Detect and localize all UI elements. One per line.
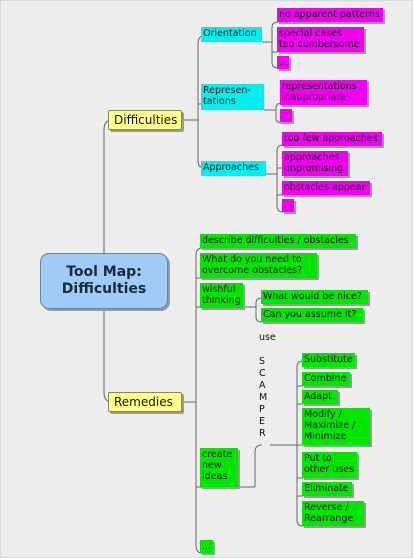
remedy-what-do-you-need[interactable]: What do you need to overcome obstacles?	[200, 253, 317, 278]
scamper-substitute[interactable]: Substitute	[302, 353, 355, 367]
scamper-combine[interactable]: Combine	[302, 372, 350, 386]
branch-difficulties[interactable]: Difficulties	[108, 110, 182, 130]
scamper-eliminate[interactable]: Eliminate	[302, 482, 352, 496]
leaf-representations-more[interactable]: ...	[280, 109, 292, 122]
topic-orientation[interactable]: Orientation	[201, 27, 262, 42]
remedy-wishful-thinking[interactable]: wishful thinking	[200, 283, 243, 308]
leaf-obstacles-appear[interactable]: obstacles appear	[282, 181, 370, 195]
leaf-what-would-be-nice[interactable]: What would be nice?	[261, 290, 368, 304]
remedy-more[interactable]: ...	[200, 540, 213, 553]
leaf-too-few-approaches[interactable]: too few approaches	[282, 132, 382, 146]
scamper-put-to-other-uses[interactable]: Put to other uses	[302, 452, 357, 478]
scamper-modify[interactable]: Modify / Maximize / Minimize	[302, 408, 370, 445]
scamper-reverse[interactable]: Reverse / Rearrange	[302, 501, 364, 526]
root-node[interactable]: Tool Map: Difficulties	[40, 253, 168, 309]
leaf-approaches-more[interactable]: ...	[282, 199, 294, 212]
topic-representations[interactable]: Represen- tations	[201, 84, 264, 110]
remedy-create-new-ideas[interactable]: create new ideas	[200, 448, 238, 487]
leaf-special-cases[interactable]: special cases too cumbersome	[277, 27, 364, 52]
leaf-can-you-assume-it[interactable]: Can you assume it?	[261, 308, 363, 322]
topic-approaches[interactable]: Approaches	[201, 161, 266, 176]
label-use-scamper: use S C A M P E R	[259, 332, 276, 439]
leaf-representations-inappropriate[interactable]: representations inappropriate	[280, 80, 367, 105]
leaf-orientation-more[interactable]: ...	[277, 56, 289, 69]
leaf-approaches-unpromising[interactable]: approaches unpromising	[282, 151, 348, 176]
remedy-describe-difficulties[interactable]: describe difficulties / obstacles	[200, 234, 356, 248]
branch-remedies[interactable]: Remedies	[108, 392, 182, 412]
leaf-no-apparent-patterns[interactable]: no apparent patterns	[277, 8, 383, 22]
scamper-adapt[interactable]: Adapt	[302, 390, 338, 404]
